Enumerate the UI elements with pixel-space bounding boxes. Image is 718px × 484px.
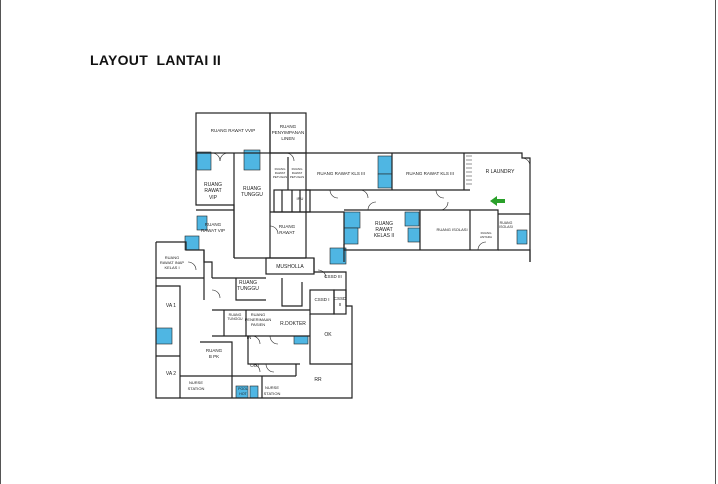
label-kelas1-1: RUANG (165, 255, 179, 260)
label-penyimpanan-2: PENYIMPANAN (272, 130, 304, 135)
label-tunggu-center-1: RUANG (239, 280, 257, 286)
label-tunggu-top-2: TUNGGU (241, 192, 263, 198)
label-out: OUT (250, 363, 260, 368)
fixture (343, 227, 359, 245)
label-ruang-small-1: RUANG (481, 231, 493, 235)
label-kls3-a: RUANG RAWAT KLS III (317, 171, 365, 176)
fixture (243, 149, 261, 171)
label-small-r1-1: RUANG (275, 167, 287, 171)
page-title: LAYOUT LANTAI II (90, 52, 222, 68)
fixture (404, 211, 420, 227)
label-rawat-vip-1: RUANG (204, 182, 222, 188)
fixture (516, 229, 528, 245)
label-va1: VA 1 (166, 303, 176, 309)
fixture (343, 211, 361, 229)
label-rawat-vip2-2: RAWAT VIP (201, 228, 225, 233)
label-kelas2-3: KELAS II (374, 233, 394, 239)
label-pool-1: POOL (238, 387, 248, 391)
label-vvip: RUANG RAWAT VVIP (211, 128, 256, 133)
label-kelas1-2: RAWAT INAP (160, 260, 185, 265)
label-penyimpanan-3: LINEN (281, 136, 294, 141)
label-cssd2-2: II (339, 302, 342, 307)
label-isolasi-b-1: RUANG (500, 221, 513, 225)
label-rawat-vip2-1: RUANG (205, 222, 222, 227)
label-kls3-b: RUANG RAWAT KLS III (406, 171, 454, 176)
label-small-r2-3: PETUGAS (290, 175, 304, 179)
label-cssd1: CSSD I (314, 297, 329, 302)
label-nurse1-1: NURSE (189, 380, 203, 385)
label-mushola: MUSHOLLA (276, 264, 304, 270)
room-labels: RUANG RAWAT VVIP RUANG PENYIMPANAN LINEN… (160, 124, 515, 396)
label-cssd3: CSSD III (324, 274, 342, 279)
label-rawat-mid-1: RUANG (279, 224, 296, 229)
label-laundry: R LAUNDRY (486, 169, 515, 175)
label-rdokter: R.DOKTER (280, 321, 306, 327)
label-cssd2-1: CSSD (334, 296, 347, 301)
label-isolasi-a: RUANG ISOLASI (436, 227, 467, 232)
label-isolasi-b-2: ISOLASI (499, 225, 513, 229)
label-nurse1-2: STATION (188, 386, 205, 391)
label-small-r2-1: RUANG (292, 167, 304, 171)
label-va2: VA 2 (166, 371, 176, 377)
label-penerimaan-1: RUANG (251, 312, 265, 317)
fixture (377, 173, 393, 189)
label-rawat-vip-3: VIP (209, 195, 218, 201)
label-small-r1-2: RAWAT (275, 171, 286, 175)
label-ok: OK (324, 332, 332, 338)
label-kelas1-3: KELAS I (164, 265, 179, 270)
fixture (196, 215, 208, 231)
label-iru: IRU (297, 196, 304, 201)
fixture (184, 235, 200, 251)
label-bpk-1: RUANG (206, 348, 223, 353)
fixture (293, 335, 309, 345)
fixture (407, 227, 421, 243)
label-rtunggu-small-2: TUNGGU (227, 317, 243, 321)
label-bpk-2: B PK (209, 354, 219, 359)
stairs (466, 155, 472, 185)
label-rr: RR (314, 377, 322, 383)
fixture (249, 385, 259, 399)
walls (155, 112, 531, 399)
label-penerimaan-3: PASIEN (251, 322, 265, 327)
fixture (329, 247, 347, 265)
label-small-r2-2: RAWAT (292, 171, 303, 175)
label-ruang-small-2: ANTARA (480, 235, 492, 239)
fixture (155, 327, 173, 345)
fixture (196, 151, 212, 171)
label-pool-2: HOT (239, 392, 247, 396)
label-rtunggu-small-1: RUANG (229, 313, 242, 317)
label-tunggu-top-1: RUANG (243, 186, 261, 192)
label-rawat-vip-2: RAWAT (204, 188, 221, 194)
label-in: IN (247, 335, 252, 340)
label-nurse2-2: STATION (264, 391, 281, 396)
exit-arrow-icon (490, 196, 505, 206)
label-small-r1-3: PETUGAS (273, 175, 287, 179)
label-nurse2-1: NURSE (265, 385, 279, 390)
doors (187, 152, 531, 373)
label-rawat-mid-2: RAWAT (279, 230, 295, 235)
label-penerimaan-2: PENERIMAAN (245, 317, 272, 322)
label-kelas2-2: RAWAT (375, 227, 392, 233)
label-tunggu-center-2: TUNGGU (237, 286, 259, 292)
label-penyimpanan-1: RUANG (280, 124, 297, 129)
label-kelas2-1: RUANG (375, 221, 393, 227)
fixture (377, 155, 393, 175)
